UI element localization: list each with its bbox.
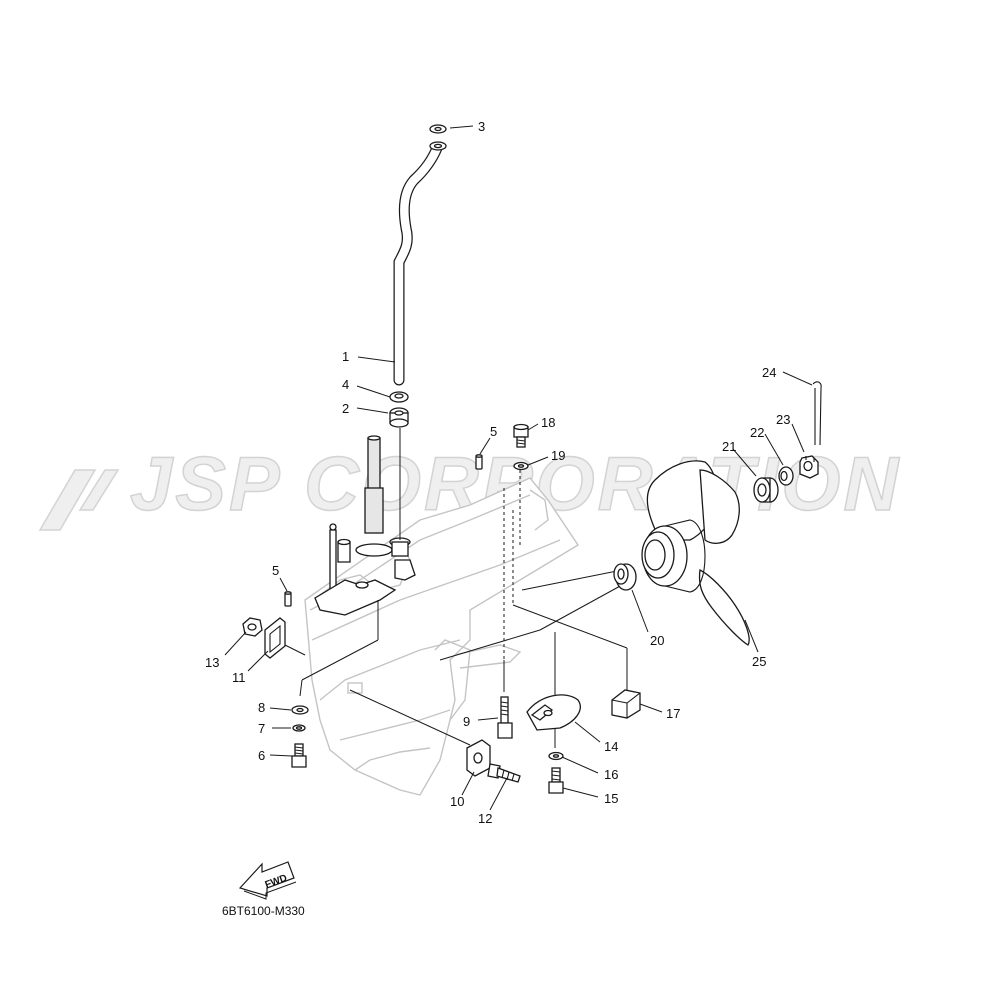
callout-9: 9 [463, 714, 470, 729]
part-18-bolt [513, 423, 529, 448]
reference-lines [274, 428, 628, 748]
part-24-cotter-pin [812, 381, 822, 446]
part-17-anode [611, 689, 641, 719]
part-12-screw [487, 763, 521, 783]
part-22-washer [778, 466, 794, 486]
callout-8: 8 [258, 700, 265, 715]
callout-18: 18 [541, 415, 555, 430]
part-5-pin-top [475, 454, 483, 470]
part-3-grommet [429, 124, 447, 134]
part-23-nut [799, 455, 819, 479]
part-8-washer [291, 705, 309, 715]
callout-11: 11 [232, 670, 246, 685]
callout-24: 24 [762, 365, 776, 380]
part-1-water-tube [393, 141, 447, 386]
callout-1: 1 [342, 349, 349, 364]
callout-22: 22 [750, 425, 764, 440]
callout-15: 15 [604, 791, 618, 806]
callout-23: 23 [776, 412, 790, 427]
callout-5-left: 5 [272, 563, 279, 578]
callout-20: 20 [650, 633, 664, 648]
part-16-washer [548, 751, 564, 761]
callout-17: 17 [666, 706, 680, 721]
part-15-bolt [548, 767, 564, 794]
part-6-bolt [291, 743, 307, 768]
callout-2: 2 [342, 401, 349, 416]
callout-19: 19 [551, 448, 565, 463]
part-9-bolt [497, 696, 513, 739]
part-19-washer [513, 461, 529, 471]
fwd-arrow-icon: FWD [238, 861, 297, 900]
part-14-trim-tab [526, 694, 581, 731]
part-10-bracket [466, 739, 491, 777]
part-5-pin-left [284, 591, 292, 607]
diagram-code: 6BT6100-M330 [222, 904, 305, 918]
callout-14: 14 [604, 739, 618, 754]
callout-12: 12 [478, 811, 492, 826]
part-21-spacer [753, 477, 779, 503]
drive-shaft [355, 435, 393, 557]
part-13-nut [242, 617, 263, 637]
callout-3: 3 [478, 119, 485, 134]
part-11-cover [264, 617, 286, 659]
callout-13: 13 [205, 655, 219, 670]
callout-leaders [224, 125, 813, 811]
callout-25: 25 [752, 654, 766, 669]
callout-7: 7 [258, 721, 265, 736]
part-2-grommet [389, 407, 409, 428]
part-7-spring-washer [292, 724, 306, 732]
callout-21: 21 [722, 439, 736, 454]
callout-5-top: 5 [490, 424, 497, 439]
part-25-propeller [641, 460, 750, 646]
callout-6: 6 [258, 748, 265, 763]
callout-4: 4 [342, 377, 349, 392]
upper-plate-parts [314, 523, 416, 616]
callout-16: 16 [604, 767, 618, 782]
callout-10: 10 [450, 794, 464, 809]
part-20-thrust-washer [613, 563, 637, 591]
callout-labels: 3 1 4 2 5 18 19 5 13 11 8 7 6 9 10 12 14… [205, 119, 790, 826]
part-4-seal [389, 391, 409, 403]
